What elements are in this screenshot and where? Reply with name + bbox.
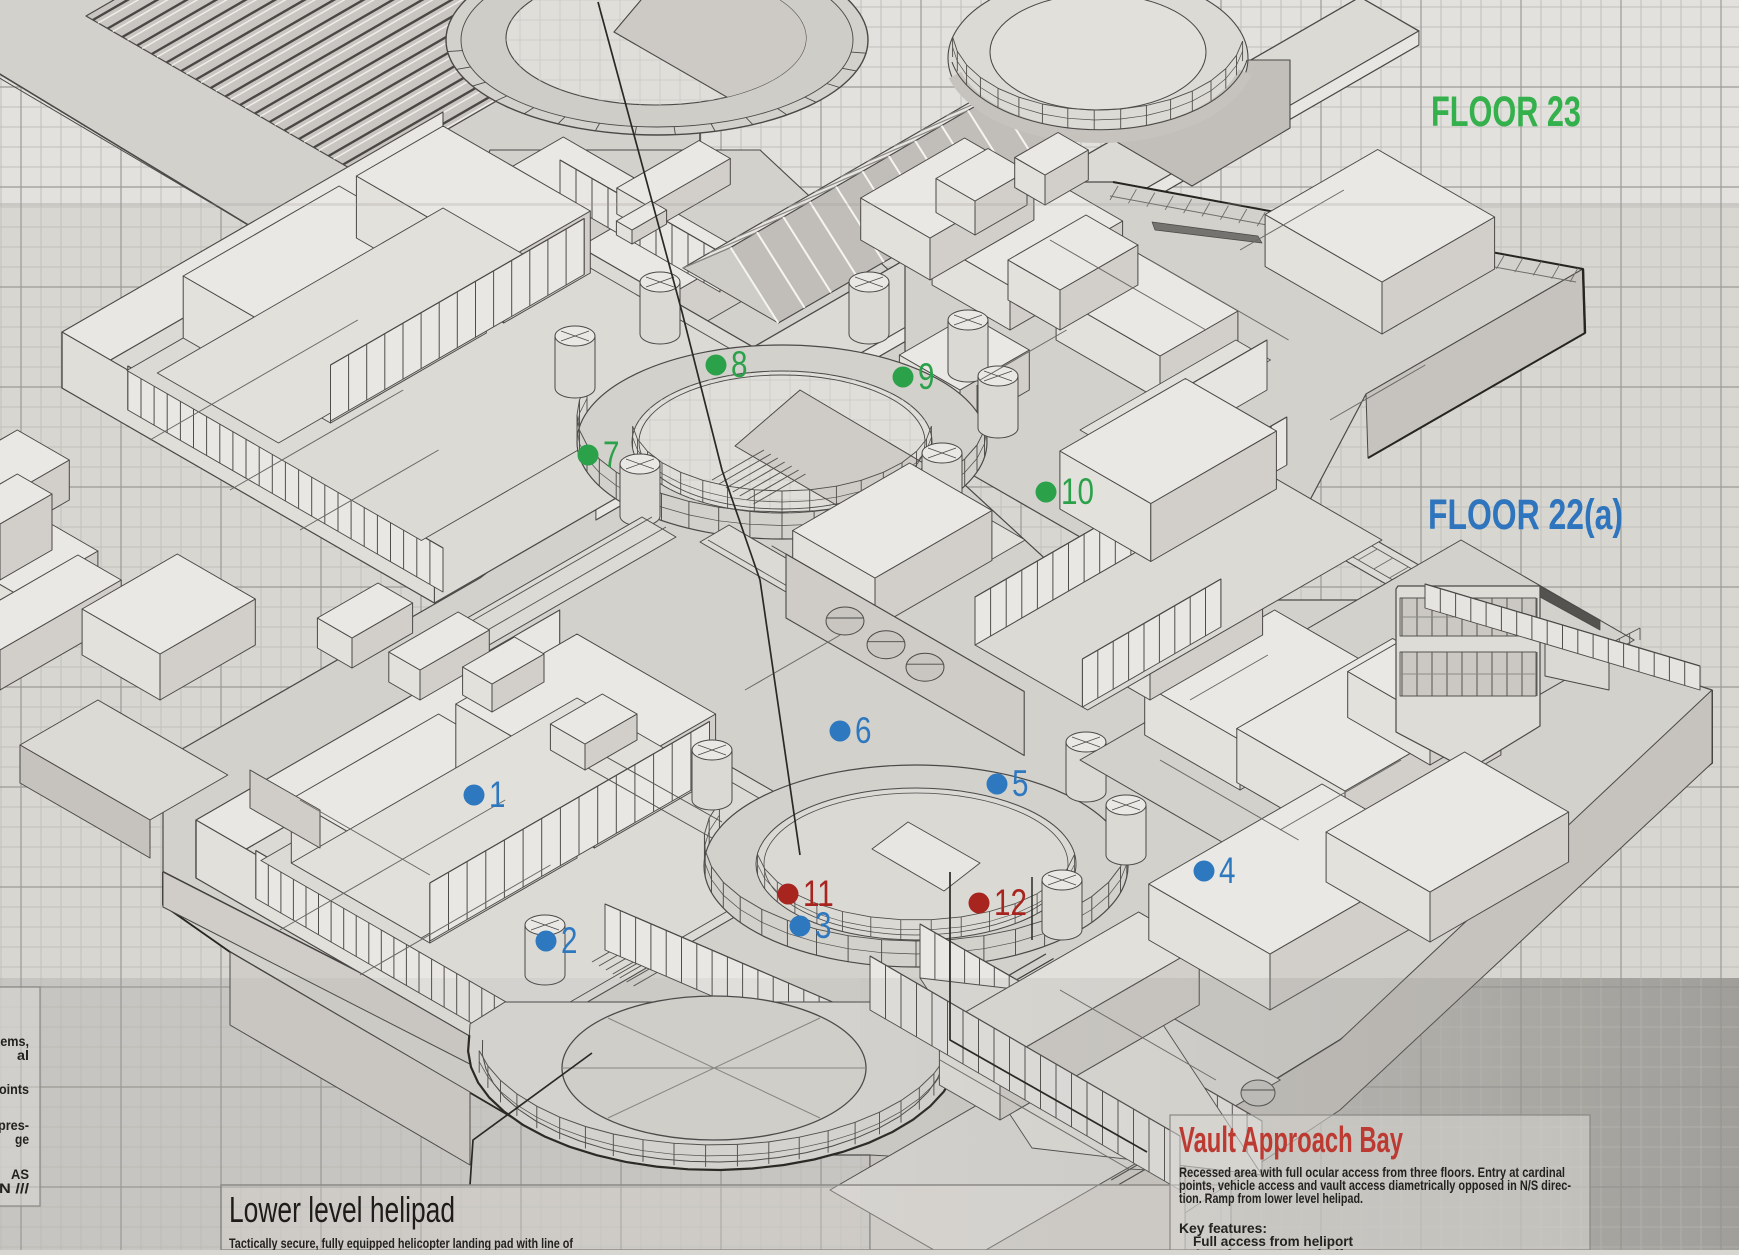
svg-text:tems,: tems,	[0, 1033, 29, 1049]
svg-text:11: 11	[803, 874, 834, 915]
svg-text:5: 5	[1012, 764, 1028, 805]
svg-text:FLOOR 23: FLOOR 23	[1431, 88, 1581, 136]
svg-text:Area is easy to seal off: Area is easy to seal off	[1193, 1246, 1343, 1250]
svg-text:pres-: pres-	[0, 1117, 29, 1133]
svg-text:7: 7	[603, 435, 619, 476]
svg-text:2: 2	[561, 921, 577, 962]
svg-text:Lower level helipad: Lower level helipad	[229, 1189, 455, 1230]
svg-text:ge: ge	[15, 1131, 29, 1147]
svg-text:8: 8	[731, 345, 747, 386]
svg-text:3: 3	[815, 906, 831, 947]
svg-text:1: 1	[489, 775, 505, 816]
svg-text:N ///: N ///	[0, 1180, 29, 1196]
svg-text:Tactically secure, fully equip: Tactically secure, fully equipped helico…	[229, 1235, 573, 1250]
svg-text:Recessed area with full ocular: Recessed area with full ocular access fr…	[1179, 1164, 1565, 1180]
svg-text:6: 6	[855, 711, 871, 752]
svg-text:10: 10	[1061, 472, 1094, 513]
svg-text:tion. Ramp from lower level he: tion. Ramp from lower level helipad.	[1179, 1190, 1363, 1206]
svg-text:Vault Approach Bay: Vault Approach Bay	[1179, 1119, 1403, 1160]
svg-text:points, vehicle access and vau: points, vehicle access and vault access …	[1179, 1177, 1571, 1193]
svg-text:9: 9	[918, 357, 934, 398]
svg-text:al: al	[17, 1047, 29, 1063]
svg-text:AS: AS	[11, 1166, 29, 1182]
svg-text:FLOOR 22(a): FLOOR 22(a)	[1428, 491, 1623, 539]
svg-text:Full access from heliport: Full access from heliport	[1193, 1233, 1353, 1249]
svg-text:4: 4	[1219, 851, 1235, 892]
svg-text:12: 12	[994, 883, 1027, 924]
svg-text:Key features:: Key features:	[1179, 1220, 1267, 1236]
svg-text:oints: oints	[0, 1081, 29, 1097]
